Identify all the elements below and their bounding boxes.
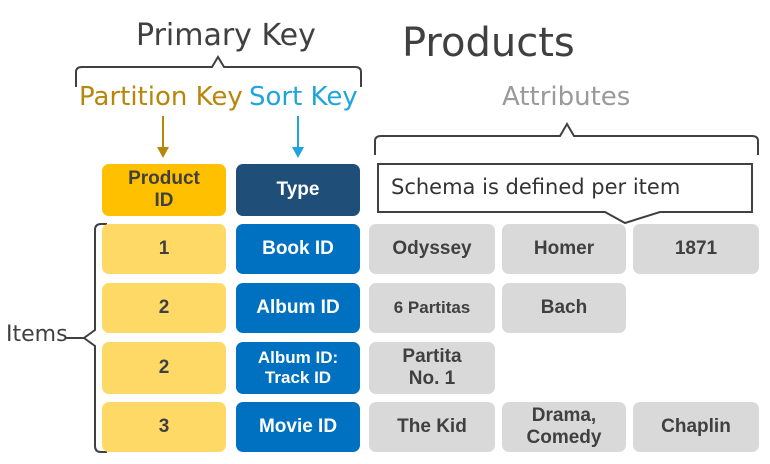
page-title: Products — [402, 20, 575, 66]
row-2-product-id: 2 — [102, 283, 226, 333]
row-2-attribute-2: Bach — [502, 283, 626, 333]
schema-callout-box — [377, 163, 753, 225]
row-4-type: Movie ID — [236, 402, 360, 452]
items-label: Items — [6, 322, 68, 347]
sort-key-label: Sort Key — [249, 82, 358, 112]
sort-key-header: Type — [236, 164, 360, 216]
attributes-brace — [374, 122, 759, 155]
row-1-type: Book ID — [236, 224, 360, 274]
row-4-attribute-2: Drama, Comedy — [502, 402, 626, 452]
row-1-attribute-1: Odyssey — [369, 224, 495, 274]
attributes-label: Attributes — [502, 82, 631, 112]
sort-key-arrowhead — [292, 147, 304, 158]
row-4-attribute-1: The Kid — [369, 402, 495, 452]
row-4-product-id: 3 — [102, 402, 226, 452]
row-3-attribute-1: Partita No. 1 — [369, 342, 495, 394]
row-3-product-id: 2 — [102, 342, 226, 394]
row-2-type: Album ID — [236, 283, 360, 333]
primary-key-brace — [75, 55, 362, 87]
row-1-attribute-3: 1871 — [633, 224, 759, 274]
partition-key-arrowhead — [157, 147, 169, 158]
partition-key-label: Partition Key — [79, 82, 243, 112]
row-3-type: Album ID: Track ID — [236, 342, 360, 394]
row-4-attribute-3: Chaplin — [633, 402, 759, 452]
partition-key-header: Product ID — [102, 164, 226, 216]
row-1-product-id: 1 — [102, 224, 226, 274]
primary-key-label: Primary Key — [136, 18, 316, 53]
row-2-attribute-1: 6 Partitas — [369, 283, 495, 333]
schema-callout-text: Schema is defined per item — [391, 175, 681, 199]
row-1-attribute-2: Homer — [502, 224, 626, 274]
